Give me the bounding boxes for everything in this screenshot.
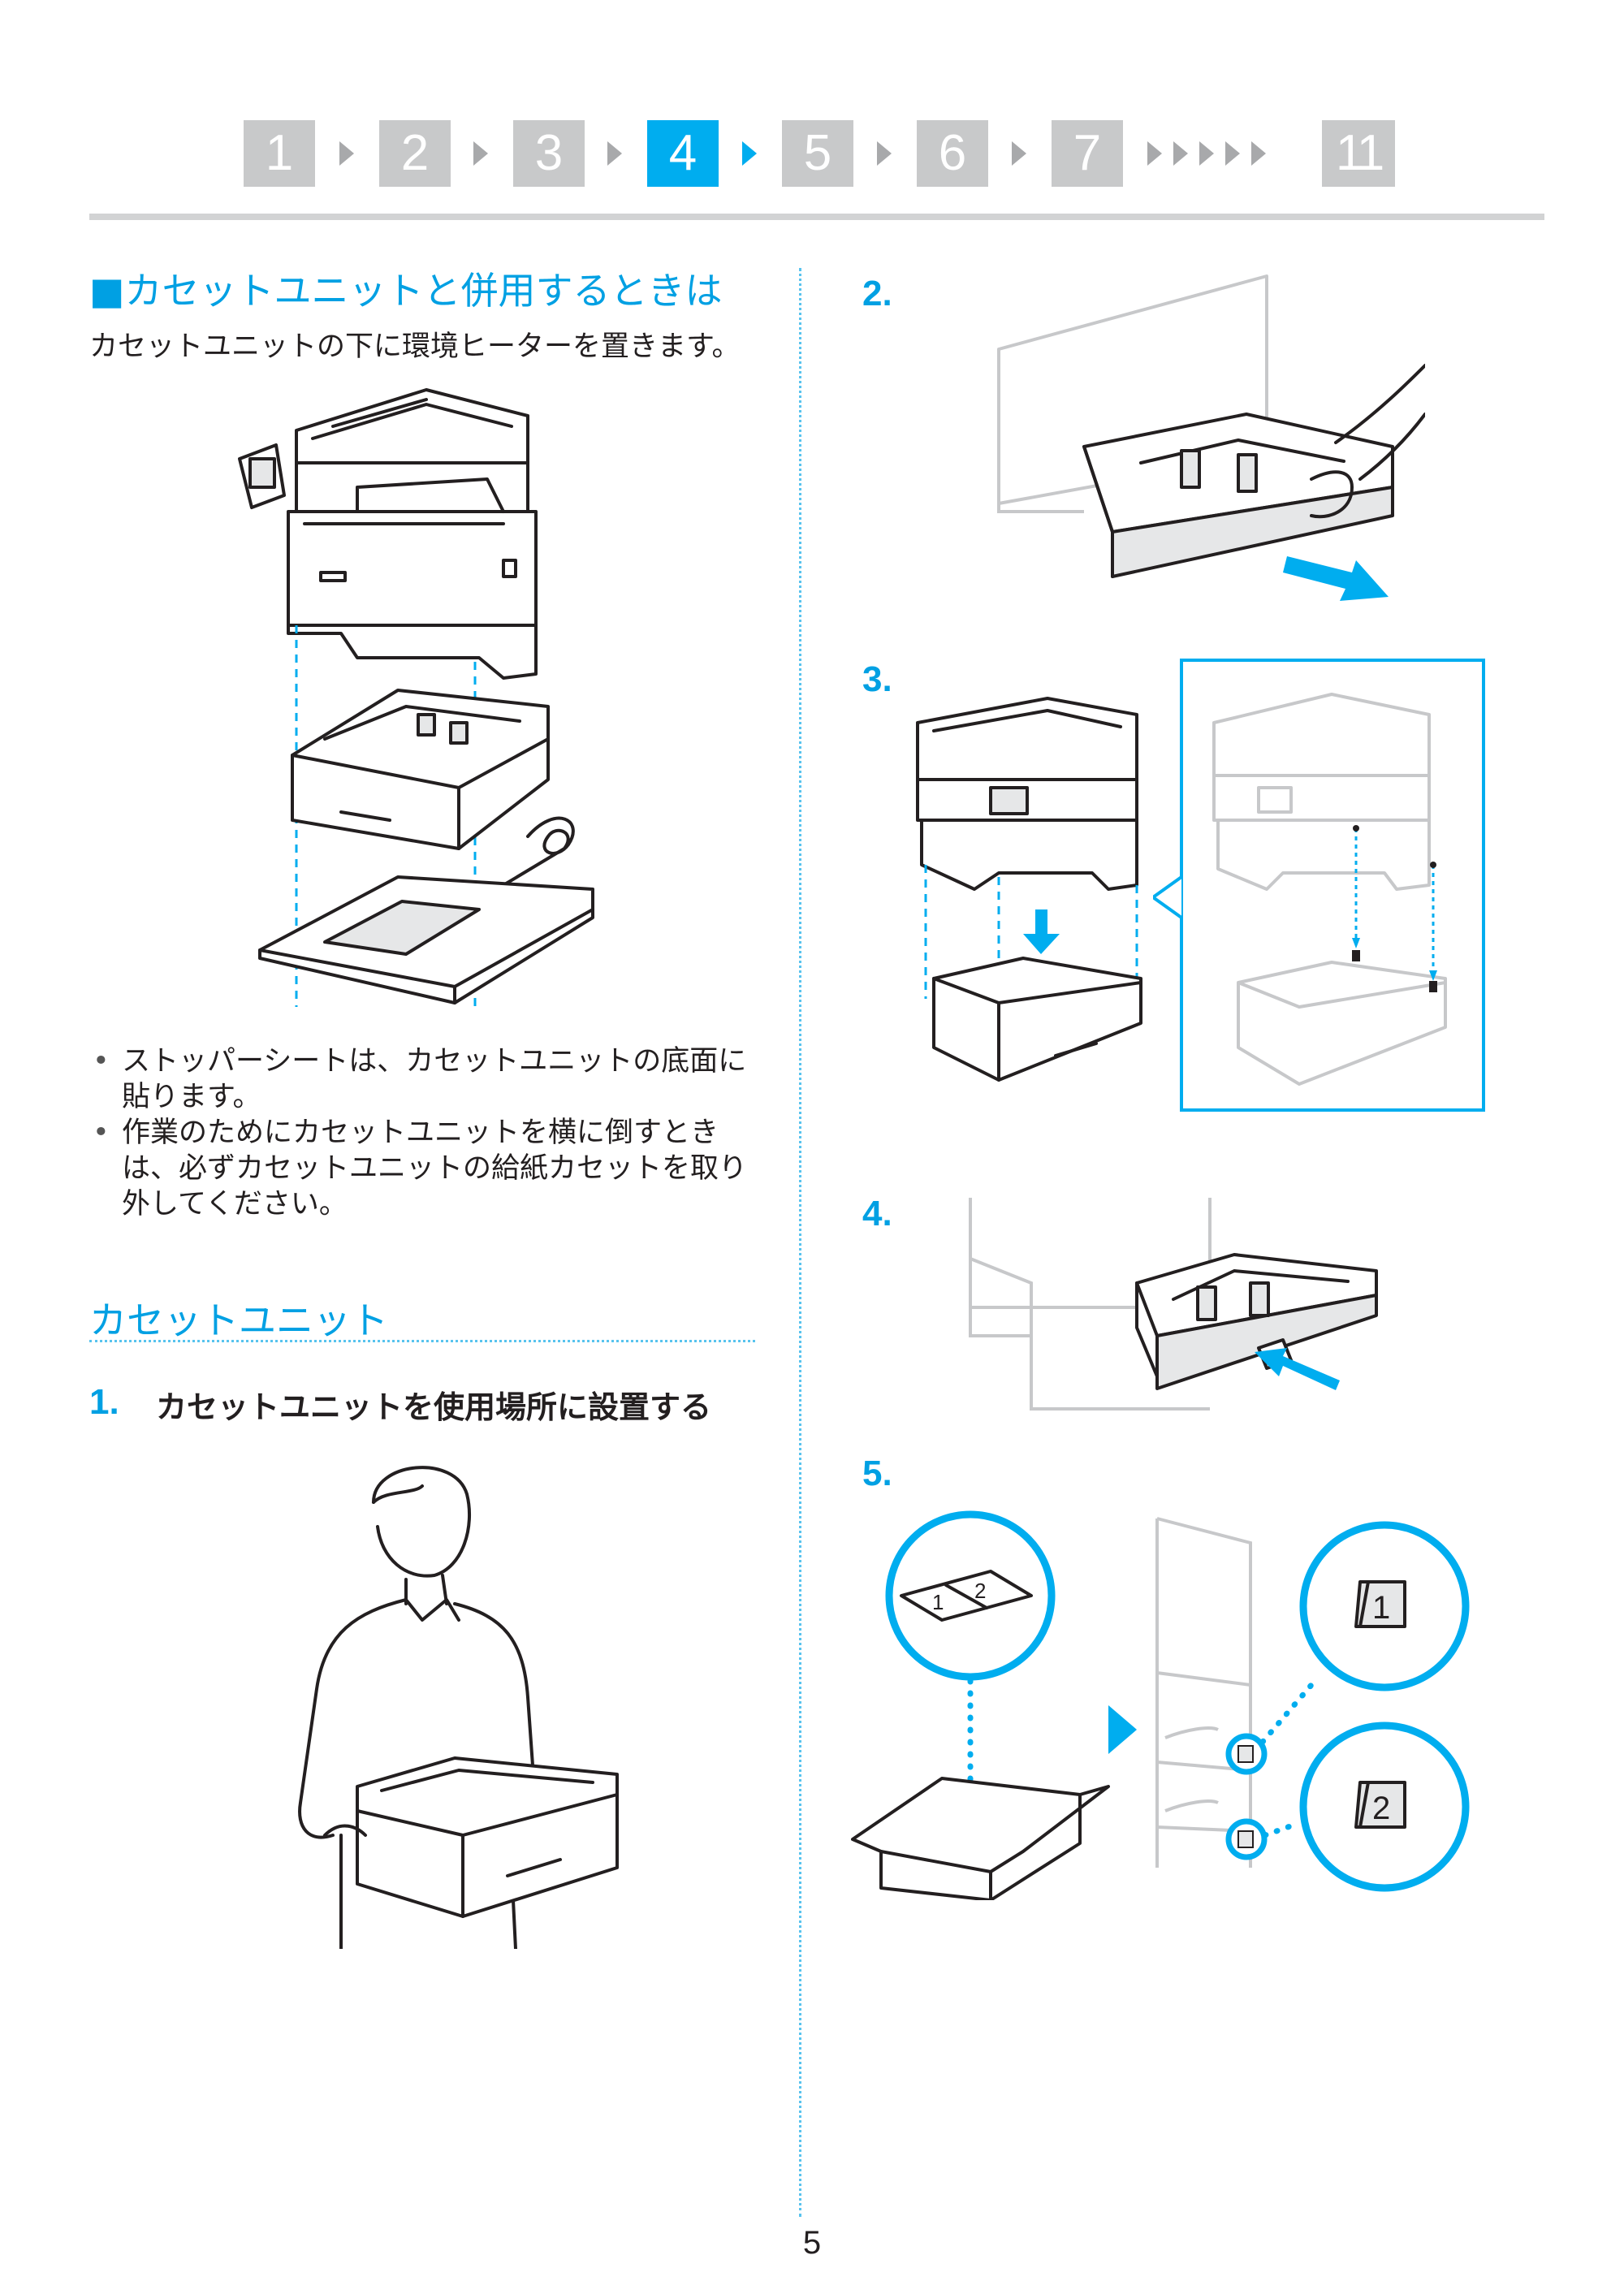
section-heater-text: カセットユニットの下に環境ヒーターを置きます。 [89,330,741,363]
chevron-right-icon [339,141,354,166]
step-3-number: 3. [862,659,892,699]
sticker-number-2: 2 [974,1579,986,1603]
label-number-2: 2 [1372,1791,1390,1826]
insert-cassette-illustration [969,1198,1378,1411]
person-carrying-cassette-illustration [298,1466,619,1949]
pull-out-cassette-illustration [997,274,1425,601]
section-heading-heater: ■カセットユニットと併用するときは [89,269,723,313]
step-3-box: 3 [513,120,585,187]
printer-cassette-heater-illustration [238,388,594,1007]
chevron-right-icon [1199,141,1214,166]
section-heading-cassette-unit: カセットユニット [89,1298,388,1342]
chevron-right-icon [1173,141,1188,166]
note-remove-cassette: 作業のためにカセットユニットを横に倒すときは、必ずカセットユニットの給紙カセット… [89,1115,755,1222]
chevron-right-icon [742,141,757,166]
column-divider [799,268,801,2217]
place-printer-on-cassette-illustration [916,697,1142,1082]
chevron-right-icon [877,141,892,166]
step-1-title: カセットユニットを使用場所に設置する [156,1389,712,1425]
sticker-number-1: 1 [932,1590,944,1614]
section-divider [89,1340,755,1342]
label-number-1: 1 [1372,1590,1390,1626]
chevron-right-icon [1012,141,1026,166]
step-1-box: 1 [244,120,315,187]
step-5-number: 5. [862,1454,892,1493]
step-5-box: 5 [782,120,853,187]
notes-list: ストッパーシートは、カセットユニットの底面に貼ります。 作業のためにカセットユニ… [89,1043,755,1222]
step-4-number: 4. [862,1194,892,1233]
header-divider [89,214,1544,220]
chevron-right-icon [1147,141,1162,166]
step-11-box: 11 [1322,120,1395,187]
page-number: 5 [802,2225,822,2261]
label-stickers-illustration: 1 2 1 2 [851,1510,1470,1900]
chevron-right-icon [1225,141,1240,166]
step-2-number: 2. [862,274,892,313]
chevron-right-icon [473,141,488,166]
chevron-right-icon [607,141,622,166]
step-7-box: 7 [1052,120,1123,187]
step-6-box: 6 [917,120,988,187]
step-4-box-current: 4 [647,120,719,187]
alignment-detail-illustration [1153,659,1485,1112]
step-2-box: 2 [379,120,451,187]
note-stopper-sheet: ストッパーシートは、カセットユニットの底面に貼ります。 [89,1043,755,1115]
step-1-number: 1. [89,1382,119,1422]
chevron-right-icon [1251,141,1266,166]
